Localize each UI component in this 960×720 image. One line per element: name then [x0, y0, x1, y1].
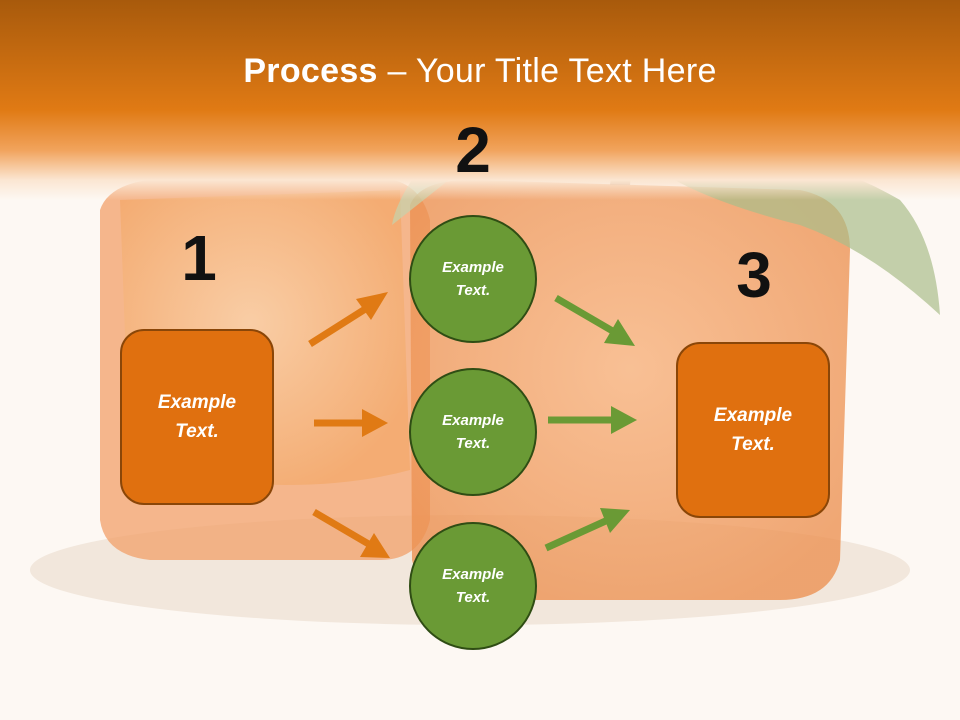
arrow-left-to-bottom [312, 508, 390, 558]
step-number-2: 2 [455, 114, 491, 186]
circle-bottom-line1: Example [442, 566, 504, 583]
circle-bottom: Example Text. [409, 522, 537, 650]
arrow-left-to-middle [314, 409, 388, 437]
arrow-middle-to-right [548, 406, 637, 434]
header-band [0, 0, 960, 200]
left-box-line1: Example [157, 392, 237, 413]
arrow-top-to-right [554, 294, 635, 346]
title-bold: Process [243, 52, 378, 90]
circle-top-line1: Example [442, 259, 504, 276]
circle-middle: Example Text. [409, 368, 537, 496]
circle-top-line2: Text. [455, 282, 491, 299]
right-box-line2: Text. [731, 434, 775, 455]
circle-middle-line2: Text. [455, 435, 491, 452]
title-rest: – Your Title Text Here [377, 52, 717, 90]
right-box-line1: Example [713, 405, 793, 426]
arrow-bottom-to-right [544, 508, 630, 552]
arrow-left-to-top [308, 292, 388, 347]
left-box-line2: Text. [175, 421, 219, 442]
left-process-box: Example Text. [120, 329, 274, 505]
right-process-box: Example Text. [676, 342, 830, 518]
circle-top: Example Text. [409, 215, 537, 343]
circle-middle-line1: Example [442, 412, 504, 429]
step-number-1: 1 [181, 222, 217, 294]
step-number-3: 3 [736, 239, 772, 311]
circle-bottom-line2: Text. [455, 589, 491, 606]
slide-title: Process – Your Title Text Here [0, 52, 960, 91]
